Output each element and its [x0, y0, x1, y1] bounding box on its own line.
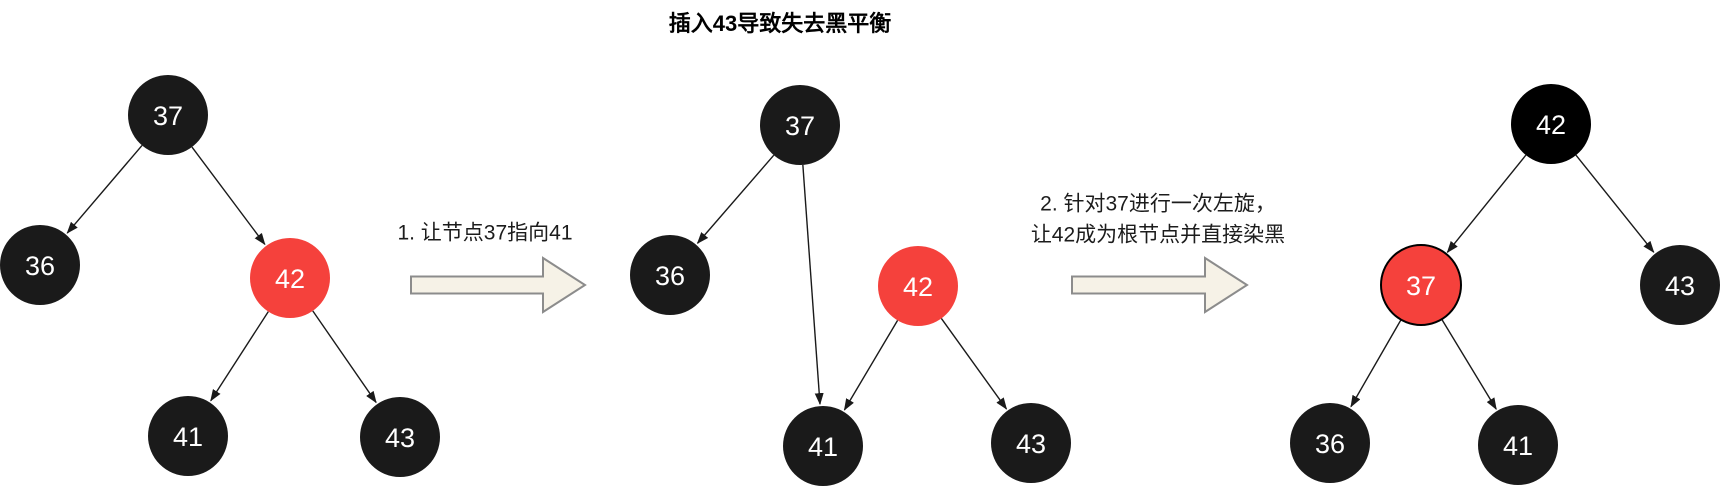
step-label-line: 1. 让节点37指向41	[397, 222, 572, 245]
edge-42-to-43	[312, 310, 377, 404]
black-node-circle	[128, 75, 208, 155]
tree-initial: 37 36 42 41 43	[0, 75, 440, 477]
node-value: 41	[1503, 431, 1533, 461]
edge-37-to-36	[696, 154, 775, 245]
edge-37-to-36	[1350, 319, 1402, 408]
red-node-circle	[1380, 244, 1462, 326]
tree-node-42: 42	[250, 238, 330, 318]
node-value: 42	[903, 272, 933, 302]
tree-node-37: 37	[760, 85, 840, 165]
tree-node-41: 41	[783, 406, 863, 486]
tree-step1-pointer-changed: 37 36 42 41 43	[630, 85, 1071, 486]
tree-node-37: 37	[1380, 244, 1462, 326]
edge-42-to-41	[843, 320, 899, 411]
tree-node-43: 43	[991, 403, 1071, 483]
tree-node-36: 36	[0, 225, 80, 305]
diagram-title: 插入43导致失去黑平衡	[668, 11, 892, 36]
node-value: 41	[808, 432, 838, 462]
edge-37-to-36	[66, 144, 143, 234]
node-value: 36	[655, 261, 685, 291]
node-value: 42	[1536, 110, 1566, 140]
step-label-line: 让42成为根节点并直接染黑	[1031, 224, 1285, 247]
tree-node-42: 42	[1511, 84, 1591, 164]
node-value: 36	[1315, 429, 1345, 459]
black-node-circle	[1640, 245, 1720, 325]
step-label-line: 2. 针对37进行一次左旋，	[1040, 193, 1276, 216]
node-value: 43	[385, 423, 415, 453]
black-node-circle	[1511, 84, 1591, 164]
black-node-circle	[783, 406, 863, 486]
black-node-circle	[0, 225, 80, 305]
black-node-circle	[1478, 405, 1558, 485]
red-node-circle	[878, 246, 958, 326]
black-node-circle	[991, 403, 1071, 483]
node-value: 41	[173, 422, 203, 452]
tree-node-43: 43	[360, 397, 440, 477]
node-value: 42	[275, 264, 305, 294]
node-value: 43	[1016, 429, 1046, 459]
edge-37-to-42	[191, 146, 266, 246]
edge-42-to-37	[1446, 154, 1527, 254]
edge-37-to-41	[802, 164, 824, 406]
node-value: 37	[785, 111, 815, 141]
black-node-circle	[630, 235, 710, 315]
tree-node-36: 36	[630, 235, 710, 315]
tree-node-41: 41	[1478, 405, 1558, 485]
step-2: 2. 针对37进行一次左旋， 让42成为根节点并直接染黑	[1031, 193, 1285, 314]
step-1: 1. 让节点37指向41	[397, 222, 587, 314]
edge-42-to-43	[1575, 154, 1655, 254]
step-block-arrow	[410, 256, 587, 314]
tree-node-43: 43	[1640, 245, 1720, 325]
red-node-circle	[250, 238, 330, 318]
edge-42-to-43	[940, 318, 1008, 410]
node-value: 37	[1406, 271, 1436, 301]
black-node-circle	[760, 85, 840, 165]
tree-node-42: 42	[878, 246, 958, 326]
step-block-arrow	[1071, 256, 1249, 314]
node-value: 43	[1665, 271, 1695, 301]
node-value: 36	[25, 251, 55, 281]
edge-42-to-41	[210, 311, 269, 402]
tree-node-37: 37	[128, 75, 208, 155]
black-node-circle	[360, 397, 440, 477]
node-value: 37	[153, 101, 183, 131]
tree-node-41: 41	[148, 396, 228, 476]
tree-result-after-left-rotation: 42 37 43 36 41	[1290, 84, 1720, 485]
edge-37-to-41	[1441, 318, 1497, 410]
black-node-circle	[1290, 403, 1370, 483]
black-node-circle	[148, 396, 228, 476]
tree-node-36: 36	[1290, 403, 1370, 483]
